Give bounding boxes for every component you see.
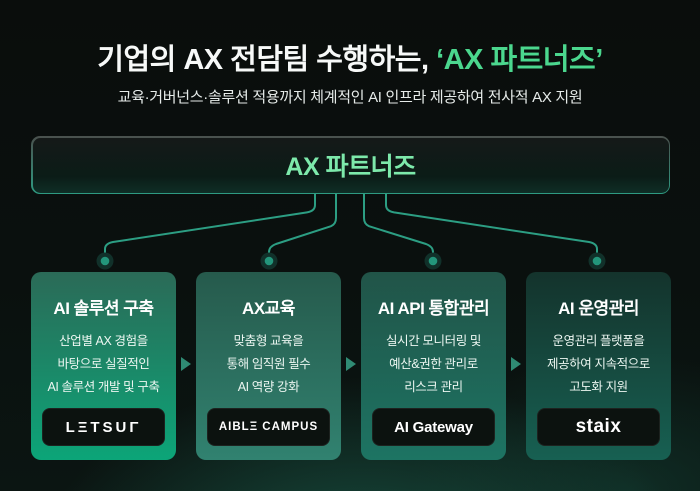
card-body-line: 통해 임직원 필수 <box>226 356 311 371</box>
logo-badge-staix: staix <box>537 408 660 446</box>
card-gap <box>341 272 361 460</box>
connector-line <box>385 194 598 256</box>
arrow-right-icon <box>346 357 356 371</box>
card-body-line: 리스크 관리 <box>404 379 463 394</box>
connector-line <box>268 194 337 256</box>
connector-dot <box>428 256 438 266</box>
title-prefix: 기업의 AX 전담팀 수행하는, <box>97 44 437 76</box>
connector-dot <box>592 256 602 266</box>
title-highlight: ‘AX 파트너즈’ <box>436 44 603 76</box>
card-body-line: AI 솔루션 개발 및 구축 <box>47 379 160 394</box>
card-gap <box>506 272 526 460</box>
card-gap <box>176 272 196 460</box>
card-body-line: 산업별 AX 경험을 <box>59 334 148 348</box>
card-body: 실시간 모니터링 및 예산&권한 관리로 리스크 관리 <box>386 330 481 398</box>
page-title: 기업의 AX 전담팀 수행하는, ‘AX 파트너즈’ <box>0 41 700 79</box>
card-body-line: 예산&권한 관리로 <box>389 356 478 371</box>
letsur-logo: LΞTSUΓ <box>65 418 142 436</box>
ai-gateway-logo: AI Gateway <box>394 418 473 436</box>
card-ai-solution: AI 솔루션 구축 산업별 AX 경험을 바탕으로 실질적인 AI 솔루션 개발… <box>31 272 176 460</box>
logo-badge-aible-campus: AIBLΞ CAMPUS <box>207 408 330 446</box>
card-ai-api-management: AI API 통합관리 실시간 모니터링 및 예산&권한 관리로 리스크 관리 … <box>361 272 506 460</box>
connector-lines <box>96 194 606 270</box>
card-title: AI 솔루션 구축 <box>53 299 154 318</box>
arrow-right-icon <box>511 357 521 371</box>
arrow-right-icon <box>181 357 191 371</box>
header: 기업의 AX 전담팀 수행하는, ‘AX 파트너즈’ 교육·거버넌스·솔루션 적… <box>0 41 700 107</box>
card-body-line: 맞춤형 교육을 <box>233 334 304 348</box>
card-body-line: 제공하여 지속적으로 <box>547 356 650 371</box>
card-title: AX교육 <box>242 299 295 318</box>
card-title: AI 운영관리 <box>558 299 639 318</box>
hub-box: AX 파트너즈 <box>31 136 670 194</box>
connector-line <box>363 194 434 256</box>
page-subtitle: 교육·거버넌스·솔루션 적용까지 체계적인 AI 인프라 제공하여 전사적 AX… <box>117 89 583 106</box>
card-body-line: 실시간 모니터링 및 <box>386 334 481 348</box>
hub-label: AX 파트너즈 <box>285 153 416 181</box>
card-body: 맞춤형 교육을 통해 임직원 필수 AI 역량 강화 <box>227 330 311 398</box>
connector-dot <box>264 256 274 266</box>
logo-badge-letsur: LΞTSUΓ <box>42 408 165 446</box>
card-body: 운영관리 플랫폼을 제공하여 지속적으로 고도화 지원 <box>547 330 650 398</box>
card-body-line: 바탕으로 실질적인 <box>57 356 150 371</box>
card-body-line: 고도화 지원 <box>569 379 628 394</box>
card-title: AI API 통합관리 <box>377 299 490 318</box>
connector-dot <box>100 256 110 266</box>
connector-line <box>104 194 316 256</box>
card-body-line: 운영관리 플랫폼을 <box>552 334 645 348</box>
card-body: 산업별 AX 경험을 바탕으로 실질적인 AI 솔루션 개발 및 구축 <box>47 330 160 398</box>
connector-dots <box>96 252 606 270</box>
card-ax-education: AX교육 맞춤형 교육을 통해 임직원 필수 AI 역량 강화 AIBLΞ CA… <box>196 272 341 460</box>
aible-campus-logo: AIBLΞ CAMPUS <box>218 421 319 433</box>
cards-row: AI 솔루션 구축 산업별 AX 경험을 바탕으로 실질적인 AI 솔루션 개발… <box>31 272 671 460</box>
logo-badge-ai-gateway: AI Gateway <box>372 408 495 446</box>
hub-box-inner: AX 파트너즈 <box>32 137 669 193</box>
card-body-line: AI 역량 강화 <box>237 379 300 394</box>
staix-logo: staix <box>575 416 622 437</box>
card-ai-operations: AI 운영관리 운영관리 플랫폼을 제공하여 지속적으로 고도화 지원 stai… <box>526 272 671 460</box>
